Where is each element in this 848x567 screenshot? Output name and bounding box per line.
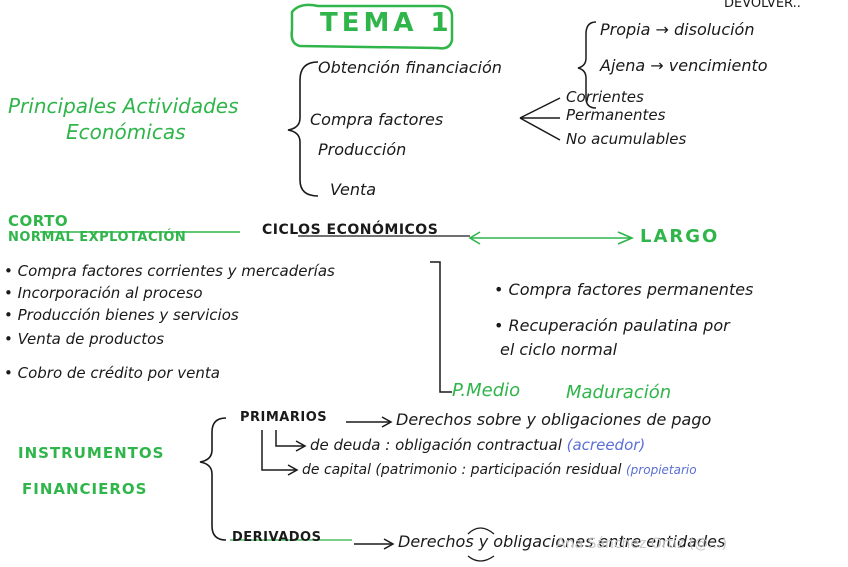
factores-sub: Corrientes: [566, 88, 644, 106]
instrumentos-label-line1: INSTRUMENTOS: [18, 444, 165, 462]
factores-sub: No acumulables: [566, 130, 687, 148]
deuda-text: de deuda : obligación contractual (acree…: [310, 436, 646, 454]
capital-note: (propietario: [626, 463, 697, 477]
primarios-text: Derechos sobre y obligaciones de pago: [396, 410, 712, 429]
largo-item: el ciclo normal: [500, 340, 618, 359]
corto-label: CORTO: [8, 212, 69, 230]
instrumentos-label-line2: FINANCIEROS: [22, 480, 148, 498]
corto-item: • Incorporación al proceso: [4, 284, 203, 302]
corto-item: • Cobro de crédito por venta: [4, 364, 220, 382]
deuda-note: (acreedor): [566, 436, 646, 454]
derivados-text: Derechos y obligaciones entre entidades: [398, 532, 726, 551]
financiacion-sub: Ajena → vencimiento: [600, 56, 768, 75]
actividades-label-line1: Principales Actividades: [8, 94, 239, 118]
watermark: Ana Sánchez Ortiz (@...): [556, 536, 728, 552]
ciclos-economicos-label: CICLOS ECONÓMICOS: [262, 222, 439, 238]
actividad-item: Producción: [318, 140, 407, 159]
corner-note: DEVOLVER..: [724, 0, 801, 11]
actividad-item: Venta: [330, 180, 377, 199]
maduracion-label: Maduración: [566, 382, 672, 403]
periodo-medio-label: P.Medio: [452, 380, 521, 401]
largo-item: • Compra factores permanentes: [494, 280, 754, 299]
page-title: TEMA 1: [320, 8, 453, 38]
capital-text: de capital (patrimonio : participación r…: [302, 462, 697, 478]
largo-label: LARGO: [640, 226, 720, 247]
derivados-label: DERIVADOS: [232, 530, 322, 545]
financiacion-sub: Propia → disolución: [600, 20, 755, 39]
actividad-item: Compra factores: [310, 110, 444, 129]
actividad-item: Obtención financiación: [318, 58, 502, 77]
primarios-label: PRIMARIOS: [240, 410, 328, 425]
corto-item: • Venta de productos: [4, 330, 165, 348]
actividades-label-line2: Económicas: [66, 120, 186, 144]
factores-sub: Permanentes: [566, 106, 666, 124]
corto-item: • Producción bienes y servicios: [4, 306, 239, 324]
largo-item: • Recuperación paulatina por: [494, 316, 730, 335]
normal-explotacion-label: NORMAL EXPLOTACIÓN: [8, 230, 187, 245]
corto-item: • Compra factores corrientes y mercaderí…: [4, 262, 335, 280]
